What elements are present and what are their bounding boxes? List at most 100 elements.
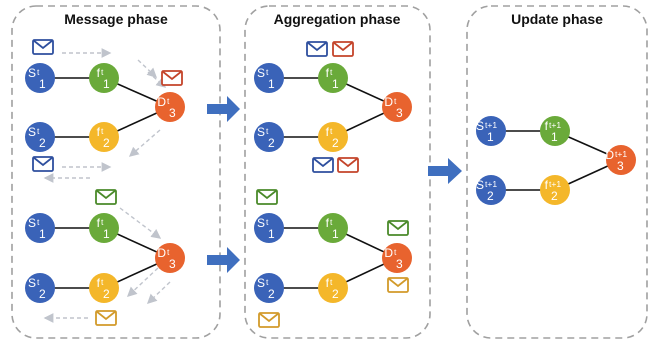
message-phase-title: Message phase: [64, 11, 168, 27]
message-envelope-icon: [332, 41, 354, 57]
node-symbol: f: [326, 276, 330, 290]
node-symbol: S: [257, 66, 265, 80]
node-subscript: 3: [617, 159, 624, 173]
node-symbol: f: [97, 276, 101, 290]
node-symbol: D: [157, 95, 166, 109]
message-envelope-icon: [95, 310, 117, 326]
node-superscript: t: [37, 277, 40, 287]
node-superscript: t: [266, 126, 269, 136]
message-envelope-icon: [306, 41, 328, 57]
message-flow-arrows: [43, 48, 171, 323]
node-superscript: t: [266, 217, 269, 227]
message-envelope-icon: [32, 156, 54, 172]
node-superscript: t: [37, 126, 40, 136]
node-superscript: t: [394, 96, 397, 106]
node-superscript: t: [101, 126, 104, 136]
node-symbol: f: [545, 119, 549, 133]
phase-arrow-icon: [207, 247, 240, 273]
message-envelope-icon: [161, 70, 183, 86]
node-superscript: t: [330, 126, 333, 136]
node-superscript: t: [167, 96, 170, 106]
node-subscript: 3: [396, 257, 403, 271]
node-symbol: f: [545, 178, 549, 192]
message-envelope-icon: [256, 189, 278, 205]
node-symbol: S: [257, 216, 265, 230]
node-subscript: 1: [268, 77, 275, 91]
node-symbol: f: [326, 66, 330, 80]
update-phase-panel: Update phase: [466, 5, 648, 339]
node-superscript: t: [37, 217, 40, 227]
node-subscript: 3: [396, 106, 403, 120]
node-superscript: t: [101, 67, 104, 77]
node-superscript: t+1: [615, 149, 627, 159]
node-superscript: t: [330, 67, 333, 77]
node-superscript: t+1: [549, 179, 561, 189]
aggregation-phase-title: Aggregation phase: [274, 11, 401, 27]
message-envelope-icon: [258, 312, 280, 328]
node-subscript: 1: [268, 227, 275, 241]
node-superscript: t: [101, 217, 104, 227]
node-symbol: f: [97, 66, 101, 80]
node-subscript: 2: [332, 136, 339, 150]
node-subscript: 1: [103, 77, 110, 91]
phase-arrow-icon: [207, 96, 240, 122]
node-subscript: 2: [39, 287, 46, 301]
node-superscript: t: [394, 247, 397, 257]
node-superscript: t: [101, 277, 104, 287]
node-symbol: f: [97, 125, 101, 139]
message-envelope-icon: [95, 189, 117, 205]
node-symbol: f: [326, 216, 330, 230]
node-subscript: 2: [39, 136, 46, 150]
node-symbol: S: [476, 178, 484, 192]
update-phase-title: Update phase: [511, 11, 603, 27]
phase-arrow-icon: [428, 158, 462, 184]
node-symbol: S: [28, 276, 36, 290]
node-symbol: f: [97, 216, 101, 230]
node-subscript: 1: [39, 227, 46, 241]
node-subscript: 1: [103, 227, 110, 241]
node-subscript: 3: [169, 106, 176, 120]
node-subscript: 2: [268, 136, 275, 150]
node-symbol: D: [384, 246, 393, 260]
node-subscript: 1: [39, 77, 46, 91]
node-symbol: D: [384, 95, 393, 109]
node-subscript: 2: [487, 189, 494, 203]
node-subscript: 1: [332, 77, 339, 91]
message-envelope-icon: [387, 220, 409, 236]
message-phase-panel: Message phase: [11, 5, 221, 339]
node-subscript: 1: [551, 130, 558, 144]
node-subscript: 2: [268, 287, 275, 301]
node-subscript: 1: [487, 130, 494, 144]
node-subscript: 2: [103, 287, 110, 301]
node-superscript: t: [266, 67, 269, 77]
node-symbol: D: [157, 246, 166, 260]
node-symbol: S: [28, 216, 36, 230]
message-envelope-icon: [337, 157, 359, 173]
node-superscript: t: [330, 277, 333, 287]
message-envelope-icon: [32, 39, 54, 55]
node-symbol: S: [257, 276, 265, 290]
node-superscript: t: [167, 247, 170, 257]
node-superscript: t+1: [549, 120, 561, 130]
